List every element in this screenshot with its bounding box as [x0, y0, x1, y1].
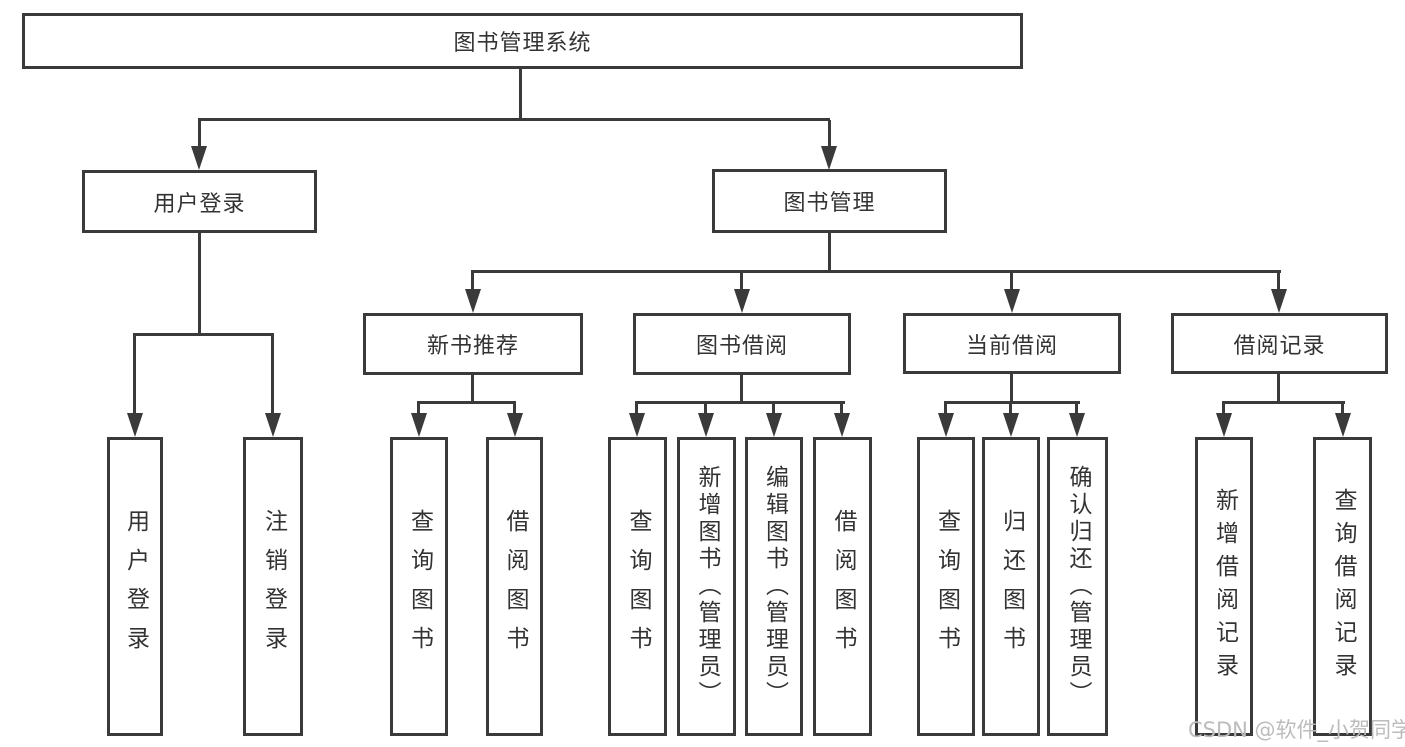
connector-line	[1222, 403, 1225, 413]
connector-line	[519, 69, 522, 120]
arrow-down-icon	[1216, 413, 1232, 437]
arrow-down-icon	[766, 413, 782, 437]
connector-line	[635, 401, 845, 404]
connector-line	[1277, 272, 1280, 290]
connector-line	[513, 403, 516, 413]
connector-line	[271, 335, 274, 413]
arrow-down-icon	[1069, 413, 1085, 437]
node-new-book-recommend: 新书推荐	[363, 313, 583, 375]
connector-line	[471, 272, 474, 290]
node-borrow-records: 借阅记录	[1171, 313, 1388, 374]
node-root-library-system: 图书管理系统	[22, 13, 1023, 69]
arrow-down-icon	[821, 146, 837, 170]
arrow-down-icon	[1335, 413, 1351, 437]
connector-line	[1075, 403, 1078, 413]
connector-line	[1010, 374, 1013, 403]
node-leaf-query-books-recommend: 查询图书	[390, 437, 448, 736]
arrow-down-icon	[734, 289, 750, 313]
connector-line	[1009, 403, 1012, 413]
connector-line	[828, 120, 831, 146]
connector-line	[635, 403, 638, 413]
node-leaf-logout: 注销登录	[243, 437, 303, 736]
connector-line	[1277, 374, 1280, 403]
node-leaf-add-borrow-record: 新增借阅记录	[1195, 437, 1253, 736]
node-leaf-query-books-borrow: 查询图书	[608, 437, 667, 736]
connector-line	[133, 333, 274, 336]
connector-line	[840, 403, 843, 413]
node-leaf-borrow-books: 借阅图书	[813, 437, 872, 736]
node-leaf-return-books: 归还图书	[982, 437, 1040, 736]
connector-line	[198, 120, 201, 146]
connector-line	[471, 270, 1281, 273]
arrow-down-icon	[1003, 413, 1019, 437]
arrow-down-icon	[1004, 289, 1020, 313]
connector-line	[471, 375, 474, 403]
node-leaf-borrow-books-recommend: 借阅图书	[486, 437, 543, 736]
arrow-down-icon	[265, 413, 281, 437]
node-leaf-user-login: 用户登录	[107, 437, 163, 736]
connector-line	[133, 335, 136, 413]
connector-line	[1010, 272, 1013, 290]
connector-line	[198, 118, 830, 121]
arrow-down-icon	[127, 413, 143, 437]
connector-line	[198, 233, 201, 335]
node-leaf-confirm-return-admin: 确认归还（管理员）	[1047, 437, 1108, 736]
connector-line	[1222, 401, 1345, 404]
node-current-borrow: 当前借阅	[903, 313, 1121, 374]
node-leaf-edit-books-admin: 编辑图书（管理员）	[745, 437, 803, 736]
arrow-down-icon	[191, 146, 207, 170]
node-leaf-add-books-admin: 新增图书（管理员）	[677, 437, 736, 736]
node-book-borrow: 图书借阅	[633, 313, 851, 375]
node-leaf-query-borrow-record: 查询借阅记录	[1313, 437, 1372, 736]
arrow-down-icon	[465, 289, 481, 313]
connector-line	[828, 233, 831, 272]
connector-line	[1341, 403, 1344, 413]
arrow-down-icon	[629, 413, 645, 437]
csdn-watermark: CSDN @软件_小贺同学	[1188, 718, 1405, 742]
connector-line	[944, 401, 1080, 404]
connector-line	[740, 375, 743, 403]
arrow-down-icon	[698, 413, 714, 437]
arrow-down-icon	[411, 413, 427, 437]
connector-line	[944, 403, 947, 413]
connector-line	[704, 403, 707, 413]
connector-line	[417, 401, 516, 404]
arrow-down-icon	[938, 413, 954, 437]
connector-line	[740, 272, 743, 290]
arrow-down-icon	[507, 413, 523, 437]
arrow-down-icon	[834, 413, 850, 437]
arrow-down-icon	[1271, 289, 1287, 313]
connector-line	[772, 403, 775, 413]
connector-line	[417, 403, 420, 413]
node-leaf-query-books-current: 查询图书	[917, 437, 975, 736]
node-user-login-module: 用户登录	[82, 170, 317, 233]
node-book-management-module: 图书管理	[712, 169, 947, 233]
